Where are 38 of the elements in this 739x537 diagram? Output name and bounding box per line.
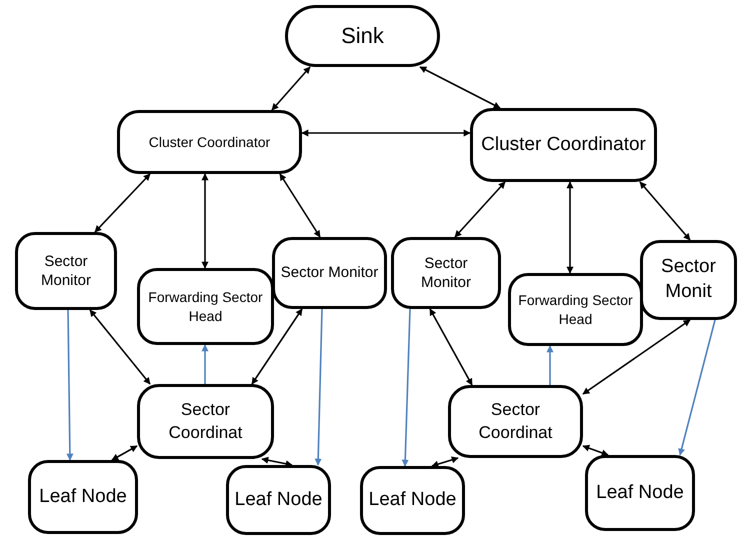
- double-arrow: [419, 66, 501, 109]
- double-arrow: [111, 445, 138, 461]
- arrow: [402, 308, 411, 467]
- double-arrow: [271, 66, 311, 111]
- rounded-box: Sector Monitor: [15, 232, 117, 310]
- double-arrow: [251, 308, 303, 385]
- rounded-box: Sink: [285, 5, 440, 67]
- double-arrow: [261, 456, 293, 468]
- rounded-box: Leaf Node: [585, 455, 695, 531]
- double-arrow: [582, 444, 609, 456]
- rounded-box: Cluster Coordinator: [470, 108, 657, 182]
- double-arrow: [94, 173, 151, 233]
- arrow: [202, 344, 208, 384]
- double-arrow: [429, 308, 473, 386]
- rounded-box: Leaf Node: [28, 460, 138, 534]
- rounded-box: Sector Coordinat: [137, 384, 274, 459]
- rounded-box: Leaf Node: [360, 466, 465, 535]
- arrow: [546, 345, 554, 385]
- rounded-box: Sector Monit: [640, 240, 737, 320]
- double-arrow: [582, 319, 691, 395]
- double-arrow: [279, 173, 321, 238]
- arrow: [678, 320, 716, 456]
- rounded-box: Cluster Coordinator: [117, 110, 302, 174]
- arrow: [66, 310, 74, 461]
- double-arrow: [202, 173, 208, 269]
- double-arrow: [301, 130, 471, 136]
- rounded-box: Forwarding Sector Head: [508, 273, 643, 346]
- rounded-box: Sector Coordinat: [448, 385, 583, 458]
- double-arrow: [639, 181, 691, 241]
- rounded-box: Sector Monitor: [272, 237, 387, 309]
- rounded-box: Forwarding Sector Head: [137, 268, 274, 345]
- rounded-box: Sector Monitor: [391, 237, 501, 309]
- rounded-box: Leaf Node: [226, 465, 331, 535]
- double-arrow: [566, 181, 574, 274]
- double-arrow: [454, 181, 506, 238]
- arrow: [314, 308, 323, 466]
- double-arrow: [89, 309, 151, 385]
- double-arrow: [431, 456, 459, 468]
